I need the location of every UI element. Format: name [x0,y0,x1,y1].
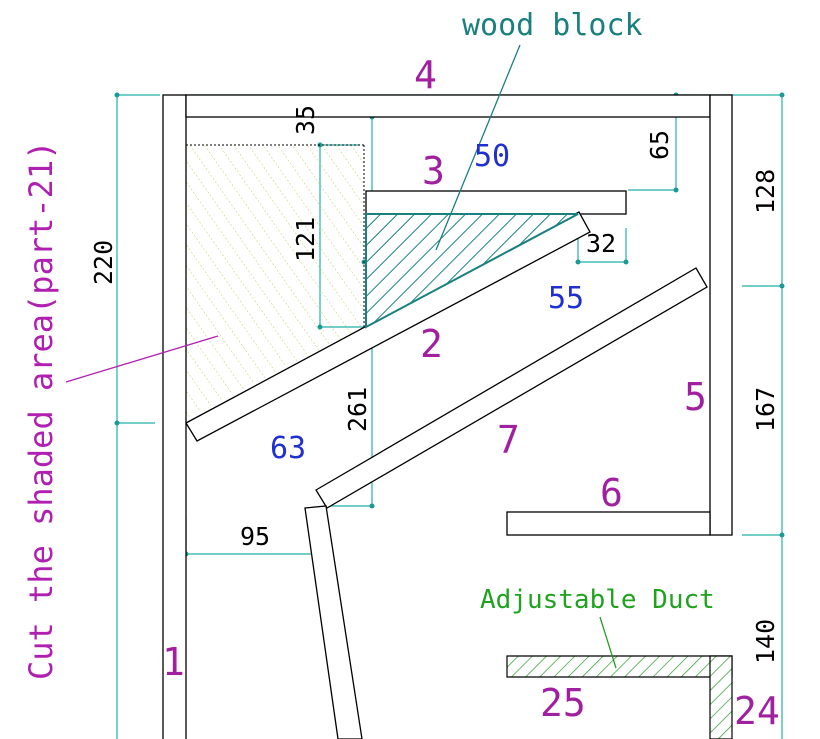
dimension-65: 65 [645,130,674,160]
wood-block [365,213,579,329]
part-24: 24 [734,689,780,733]
dimension-55: 55 [548,281,584,316]
dimension-220: 220 [89,240,118,285]
board-lower-angled [304,505,363,739]
part-7: 7 [497,418,520,462]
part-25: 25 [540,681,586,725]
dimension-95: 95 [240,522,270,551]
dimension-50: 50 [474,139,510,174]
part-5: 5 [684,375,707,419]
dimension-261: 261 [343,387,372,432]
board-6 [506,511,711,536]
dimension-63: 63 [270,431,306,466]
cabinet-boards [162,94,733,739]
dimension-121: 121 [291,217,320,262]
dimension-140: 140 [751,619,780,664]
board-5 [709,94,733,536]
board-7 [315,267,708,509]
board-4 [185,94,711,118]
adjustable-duct-label: Adjustable Duct [480,585,715,615]
board-3 [365,190,627,215]
part-1: 1 [162,640,185,684]
cut-note-label: Cut the shaded area(part-21) [22,141,60,680]
part-3: 3 [422,149,445,193]
dimension-32: 32 [586,229,616,258]
dimension-35: 35 [291,105,320,135]
wood-block-label: wood block [462,8,643,43]
board-1 [162,94,187,739]
shaded-cut-area [186,145,364,418]
dimension-128: 128 [751,169,780,214]
part-2: 2 [420,322,443,366]
adjustable-duct-25 [506,655,733,678]
part-4: 4 [414,53,437,97]
part-6: 6 [600,471,623,515]
dimension-167: 167 [751,387,780,432]
adjustable-duct-24 [709,655,733,739]
